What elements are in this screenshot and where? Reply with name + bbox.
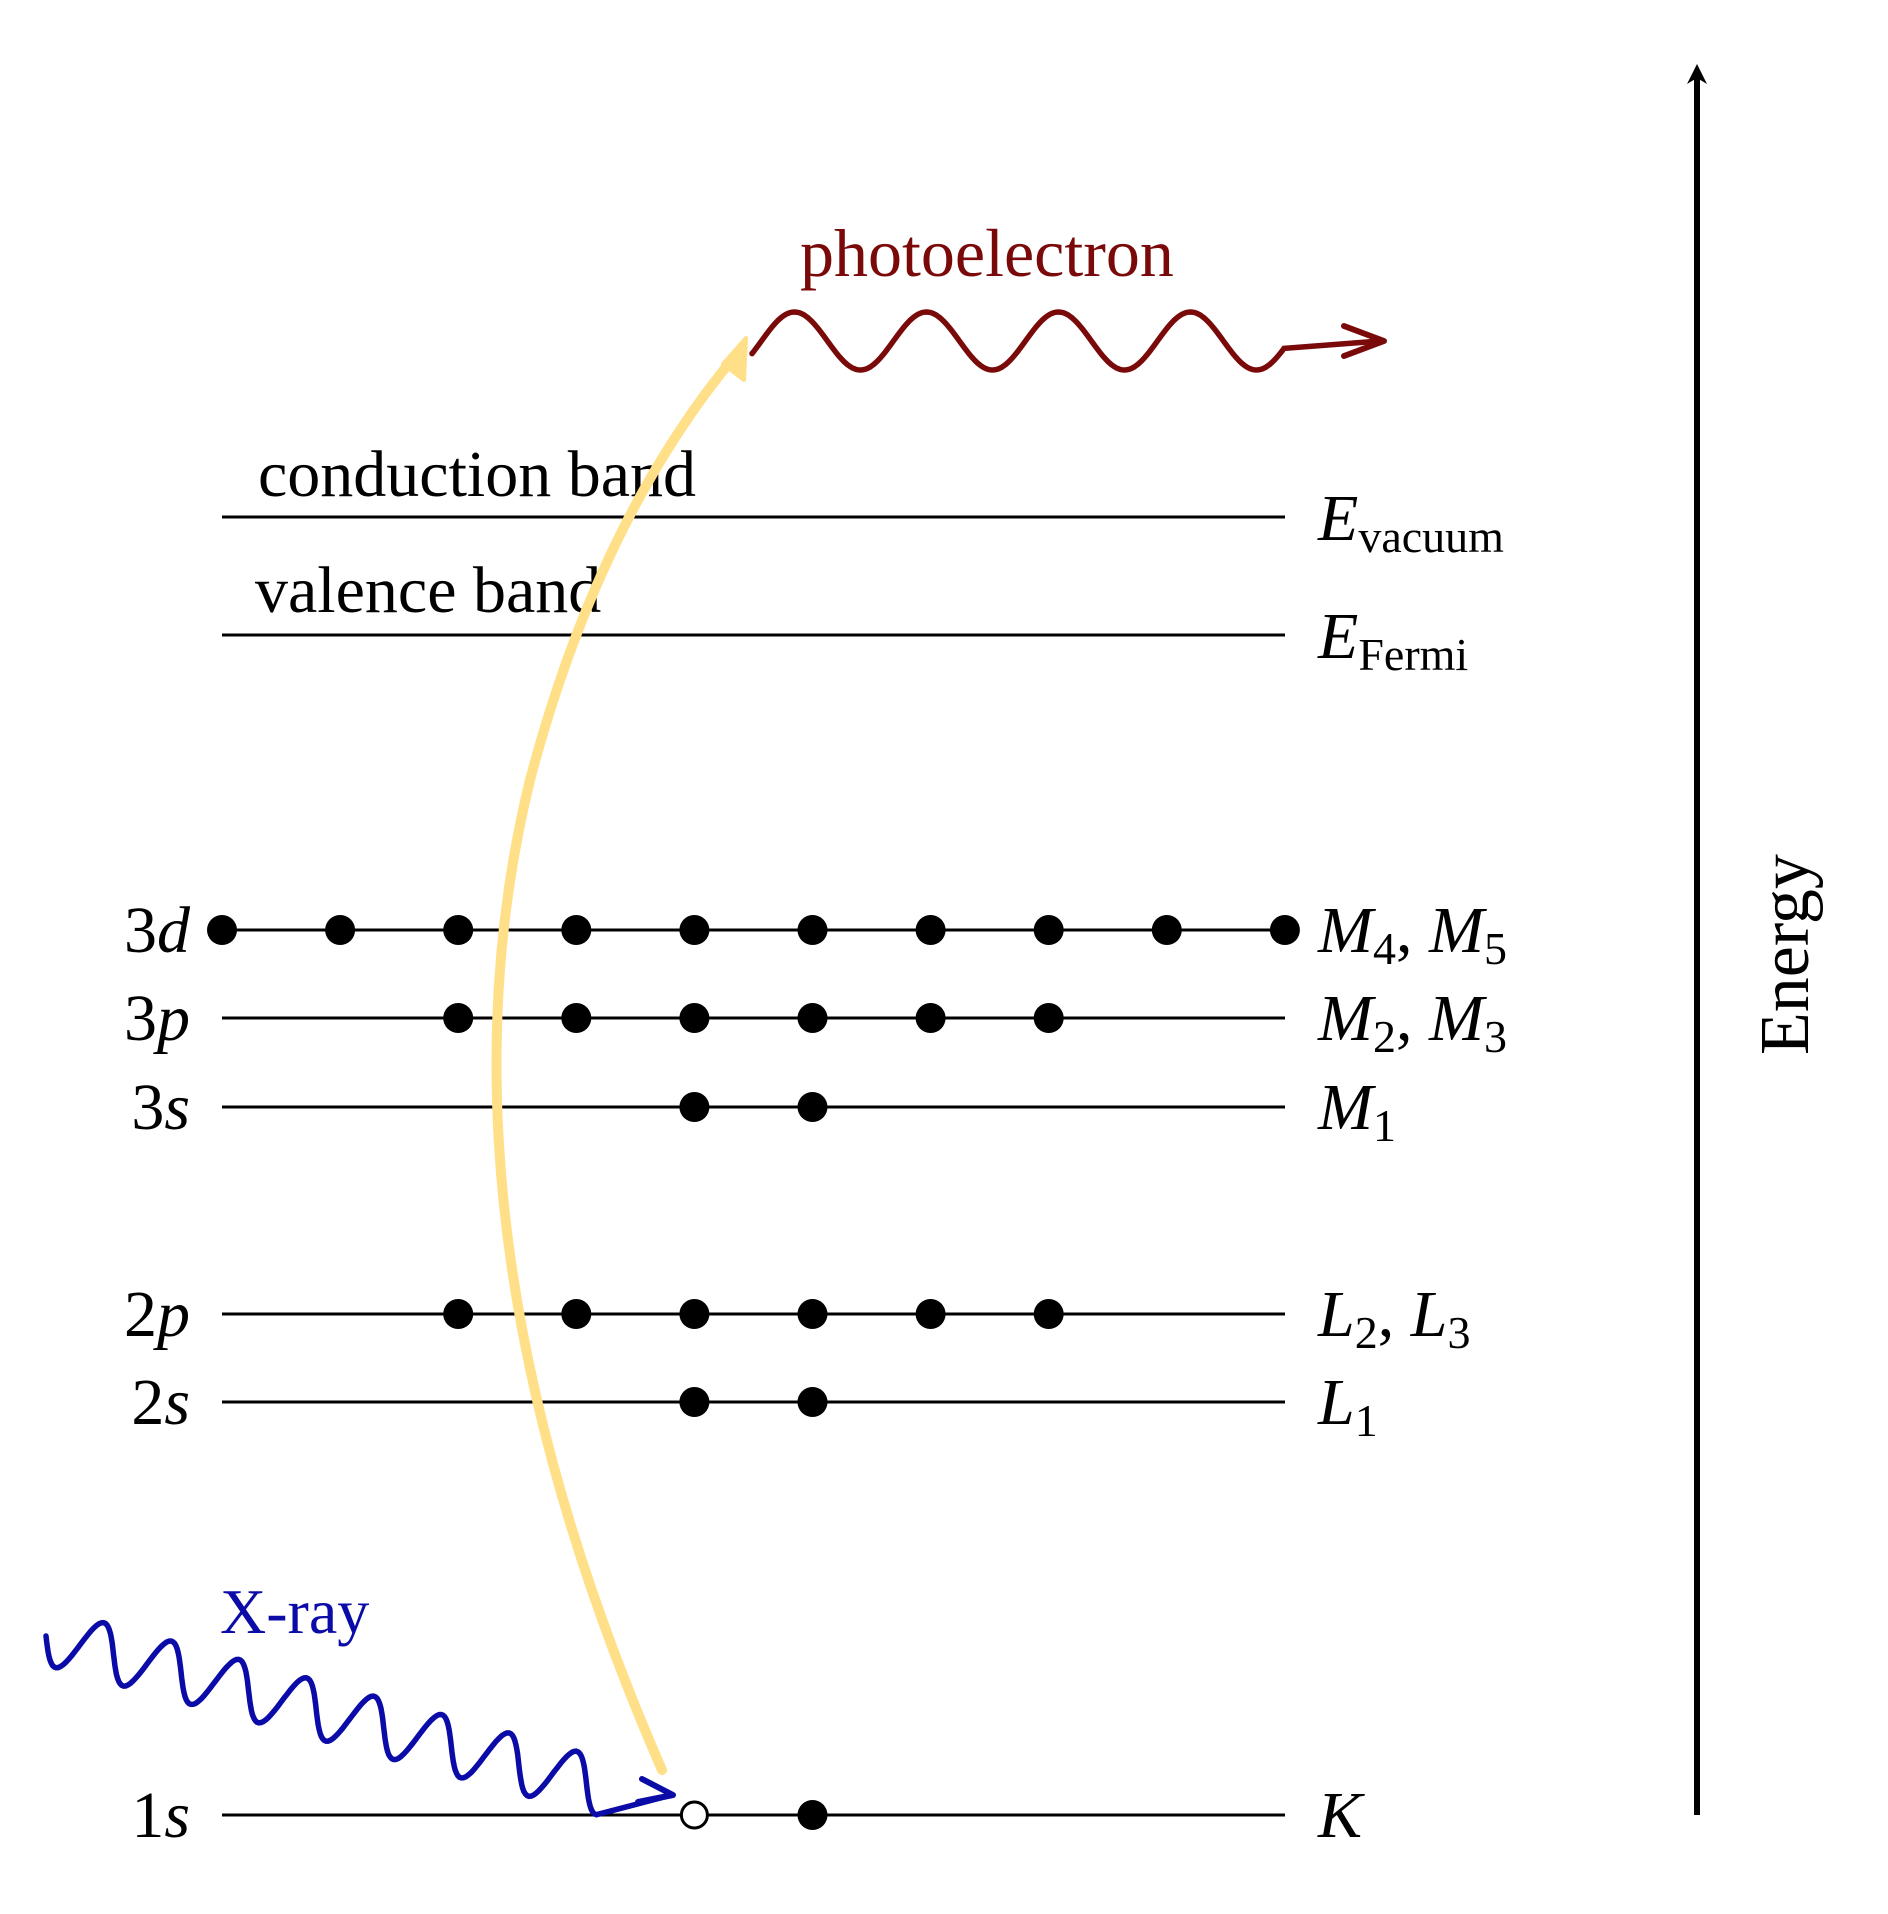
orbital-l: p	[153, 982, 190, 1055]
electron	[679, 1003, 710, 1033]
fermi-level-subscript: Fermi	[1358, 629, 1468, 680]
shell-subscript: 1	[1355, 1395, 1378, 1446]
orbital-label-2p: 2p	[124, 1278, 190, 1351]
excitation-arrow-head	[721, 336, 748, 382]
orbital-label-2s: 2s	[131, 1366, 190, 1439]
electron	[561, 1299, 592, 1329]
shell-subscript: 3	[1447, 1307, 1470, 1358]
shell-symbol: M	[1317, 982, 1377, 1055]
shell-symbol: M	[1317, 1071, 1377, 1144]
electron	[561, 915, 592, 945]
shell-label-3d: M4, M5	[1317, 894, 1507, 974]
orbital-l: s	[164, 1071, 190, 1144]
electron	[1151, 915, 1182, 945]
shell-subscript: 1	[1373, 1100, 1396, 1151]
photoelectron-label: photoelectron	[800, 215, 1174, 291]
excitation-arrow	[491, 345, 745, 1775]
level-2s: 2s L1	[131, 1366, 1377, 1446]
xray-wave	[43, 1619, 671, 1818]
conduction-band-label: conduction band	[258, 438, 696, 511]
shell-label-3p: M2, M3	[1317, 982, 1507, 1062]
fermi-level-label: EFermi	[1317, 600, 1468, 680]
electron	[443, 915, 474, 945]
shell-label-3s: M1	[1317, 1071, 1396, 1151]
xray-label: X-ray	[220, 1576, 369, 1647]
electron	[797, 1003, 828, 1033]
orbital-n: 3	[124, 894, 157, 967]
orbital-label-3s: 3s	[131, 1071, 190, 1144]
shell-symbol: L	[1317, 1278, 1355, 1351]
photoelectron-arrow-head	[1341, 323, 1387, 359]
orbital-n: 1	[131, 1779, 164, 1852]
electron	[679, 1387, 710, 1417]
level-1s: 1s K	[131, 1779, 1365, 1852]
shell-subscript: 5	[1484, 923, 1507, 974]
shell-separator: ,	[1396, 982, 1429, 1055]
electron	[679, 1299, 710, 1329]
xray-arrow-head	[635, 1776, 676, 1805]
shell-symbol: K	[1317, 1779, 1365, 1852]
electron	[1033, 1299, 1064, 1329]
vacuum-level-label: Evacuum	[1317, 482, 1504, 562]
electron	[1033, 1003, 1064, 1033]
shell-separator: ,	[1396, 894, 1429, 967]
shell-symbol: L	[1410, 1278, 1448, 1351]
electron	[325, 915, 356, 945]
shell-symbol: M	[1317, 894, 1377, 967]
electron	[797, 1299, 828, 1329]
electron	[797, 915, 828, 945]
shell-subscript: 2	[1355, 1307, 1378, 1358]
shell-subscript: 3	[1484, 1011, 1507, 1062]
electron	[915, 1003, 946, 1033]
electron	[915, 1299, 946, 1329]
orbital-label-3p: 3p	[124, 982, 190, 1055]
electron	[443, 1003, 474, 1033]
electron	[679, 915, 710, 945]
shell-subscript: 4	[1373, 923, 1396, 974]
energy-axis-label: Energy	[1747, 854, 1824, 1055]
shell-label-2p: L2, L3	[1317, 1278, 1470, 1358]
electron	[1033, 915, 1064, 945]
orbital-l: s	[164, 1366, 190, 1439]
level-3s: 3s M1	[131, 1071, 1396, 1151]
orbital-n: 3	[124, 982, 157, 1055]
core-hole	[679, 1800, 709, 1830]
vacuum-level-symbol: E	[1317, 482, 1358, 555]
electron	[207, 915, 237, 945]
valence-band-label: valence band	[255, 554, 601, 627]
electron	[915, 915, 946, 945]
electron	[679, 1092, 710, 1122]
orbital-l: d	[157, 894, 191, 967]
orbital-n: 2	[131, 1366, 164, 1439]
electron	[561, 1003, 592, 1033]
orbital-n: 2	[124, 1278, 157, 1351]
shell-subscript: 2	[1373, 1011, 1396, 1062]
shell-label-1s: K	[1317, 1779, 1365, 1852]
orbital-label-1s: 1s	[131, 1779, 190, 1852]
photoelectron-wave	[749, 309, 1383, 373]
electron	[797, 1092, 828, 1122]
fermi-level-symbol: E	[1317, 600, 1358, 673]
orbital-l: s	[164, 1779, 190, 1852]
orbital-n: 3	[131, 1071, 164, 1144]
shell-separator: ,	[1378, 1278, 1411, 1351]
shell-symbol: M	[1428, 982, 1488, 1055]
electron	[1269, 915, 1300, 945]
shell-label-2s: L1	[1317, 1366, 1378, 1446]
orbital-l: p	[153, 1278, 190, 1351]
electron	[443, 1299, 474, 1329]
shell-symbol: M	[1428, 894, 1488, 967]
shell-symbol: L	[1317, 1366, 1355, 1439]
electron	[797, 1800, 828, 1830]
orbital-label-3d: 3d	[124, 894, 191, 967]
electron	[797, 1387, 828, 1417]
vacuum-level-subscript: vacuum	[1358, 511, 1504, 562]
